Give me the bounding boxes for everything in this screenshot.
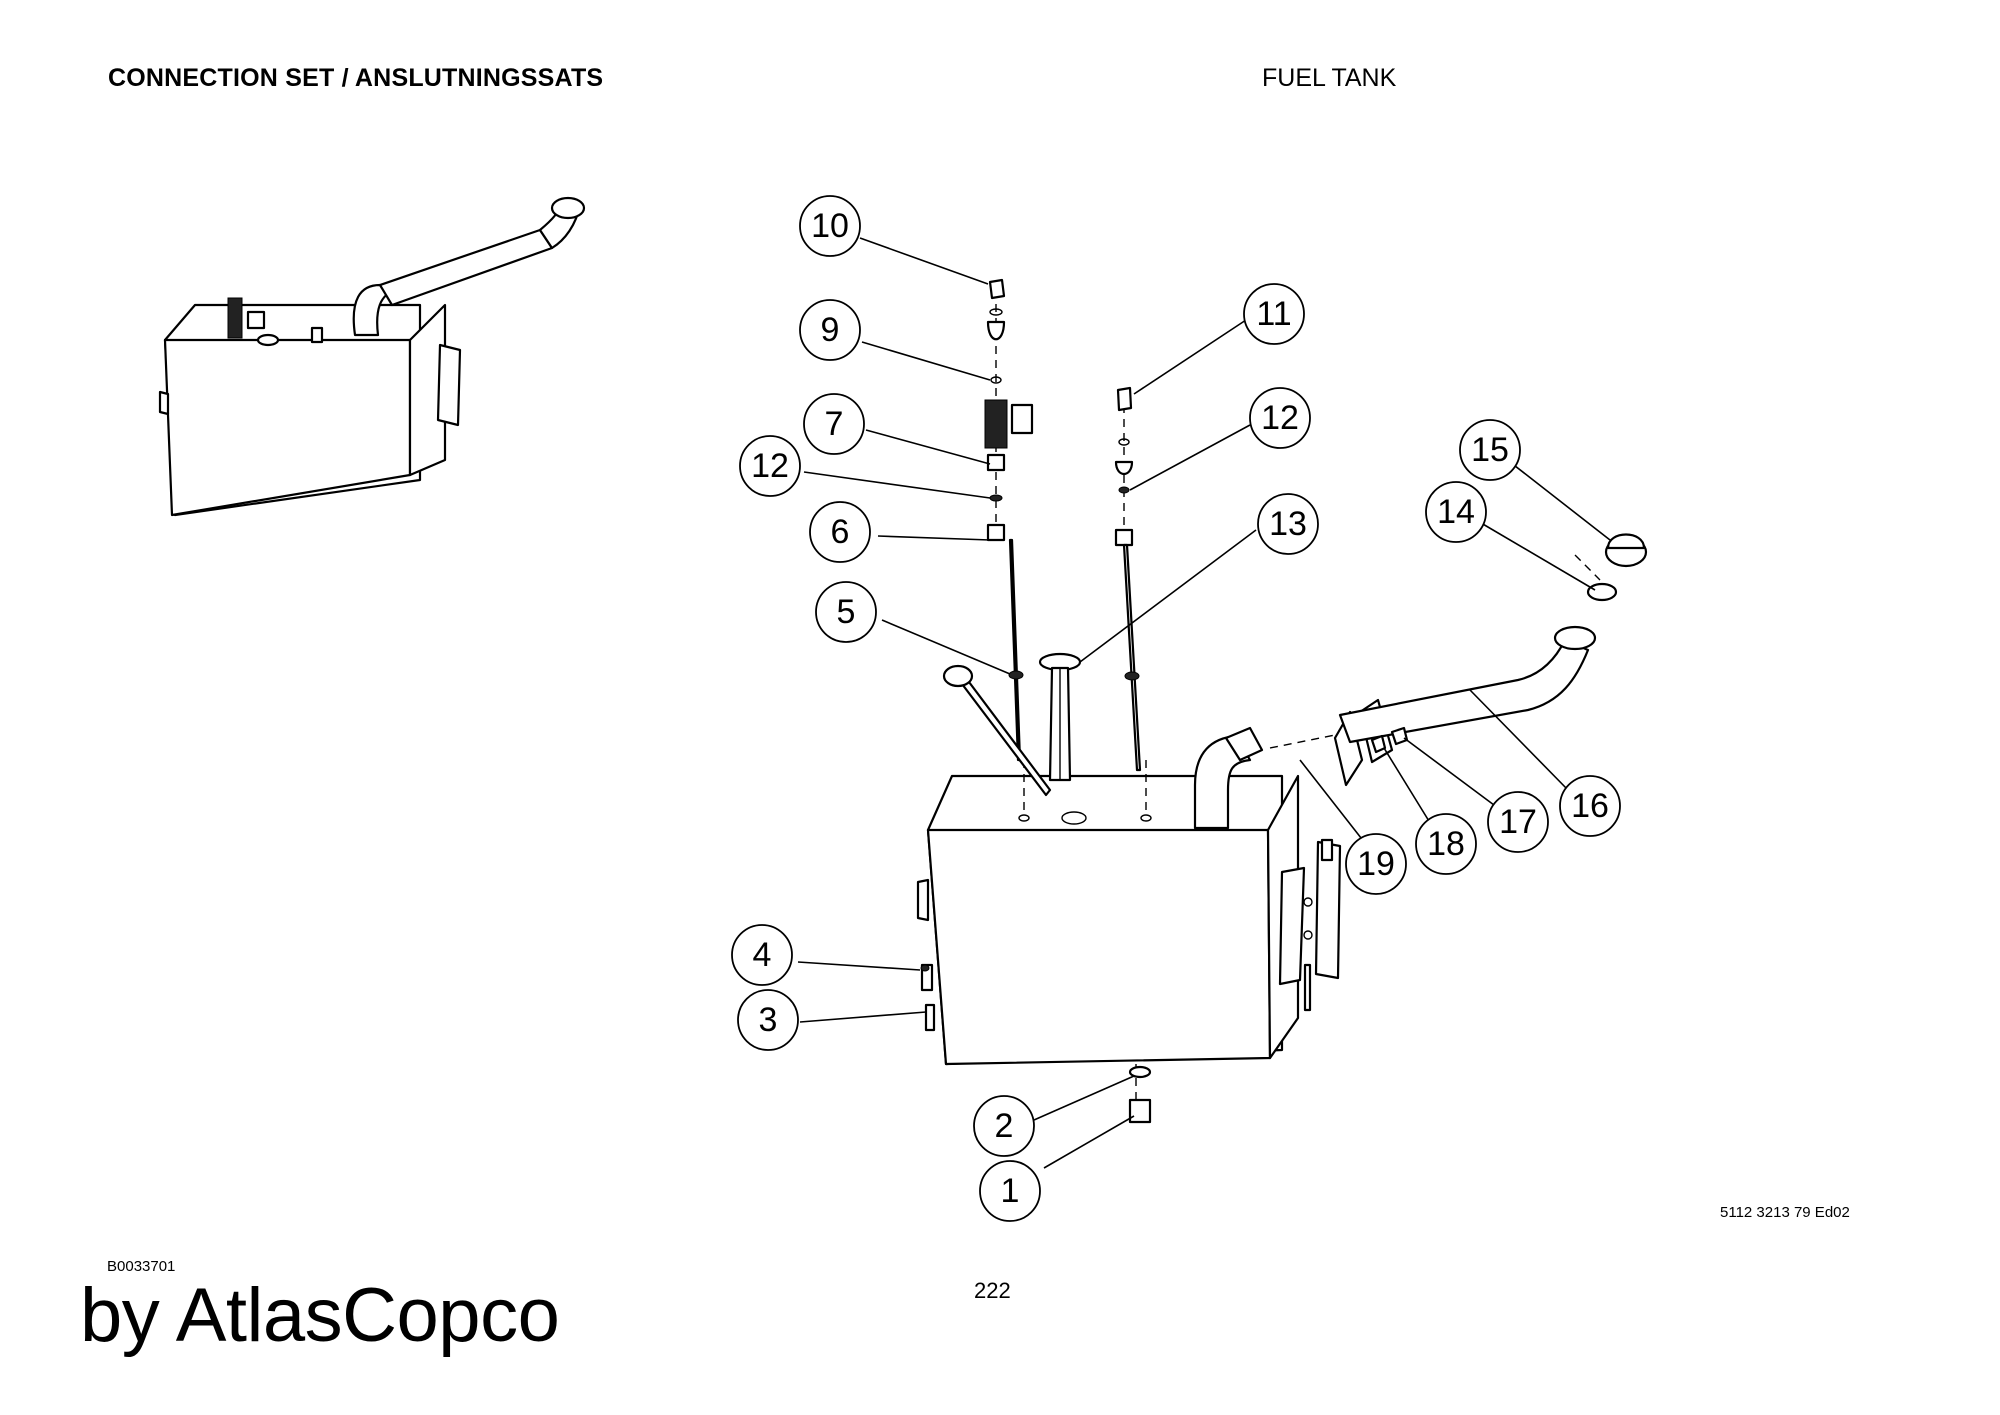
document-number: 5112 3213 79 Ed02 (1720, 1204, 1850, 1221)
overview-tank-illustration (158, 196, 586, 517)
fuel-tank-body (916, 774, 1342, 1066)
callout-15: 15 (1459, 419, 1521, 481)
callout-16: 16 (1559, 775, 1621, 837)
svg-text:18: 18 (1427, 825, 1465, 863)
svg-text:1: 1 (1001, 1172, 1020, 1210)
mounting-bolts (920, 963, 936, 1032)
page-number: 222 (974, 1278, 1011, 1303)
svg-text:10: 10 (811, 207, 849, 245)
callout-6: 6 (809, 501, 871, 563)
svg-text:17: 17 (1499, 803, 1537, 841)
leader-lines (797, 237, 1611, 1169)
svg-text:19: 19 (1357, 845, 1395, 883)
svg-text:3: 3 (759, 1001, 778, 1039)
callout-13: 13 (1257, 493, 1319, 555)
assembly-title: FUEL TANK (1262, 64, 1397, 92)
callout-4: 4 (731, 924, 793, 986)
filler-strainer (1038, 652, 1082, 782)
callout-14: 14 (1425, 481, 1487, 543)
svg-text:4: 4 (753, 936, 772, 974)
callout-17: 17 (1487, 791, 1549, 853)
callout-12-left: 12 (739, 435, 801, 497)
svg-text:12: 12 (1261, 399, 1299, 437)
callout-1: 1 (979, 1160, 1041, 1222)
callout-12-right: 12 (1249, 387, 1311, 449)
svg-text:15: 15 (1471, 431, 1509, 469)
svg-text:2: 2 (995, 1107, 1014, 1145)
svg-text:6: 6 (831, 513, 850, 551)
callout-18: 18 (1415, 813, 1477, 875)
level-sender-left (942, 278, 1052, 797)
svg-text:16: 16 (1571, 787, 1609, 825)
drawing-id: B0033701 (107, 1258, 176, 1275)
svg-text:12: 12 (751, 447, 789, 485)
svg-text:14: 14 (1437, 493, 1475, 531)
svg-text:5: 5 (837, 593, 856, 631)
callout-5: 5 (815, 581, 877, 643)
drain-plug (1128, 1065, 1152, 1124)
callout-9: 9 (799, 299, 861, 361)
svg-text:7: 7 (825, 405, 844, 443)
callout-7: 7 (803, 393, 865, 455)
callout-2: 2 (973, 1095, 1035, 1157)
svg-text:9: 9 (821, 311, 840, 349)
brand-watermark: by AtlasCopco (80, 1273, 560, 1358)
filler-pipe (1333, 533, 1648, 787)
section-title: CONNECTION SET / ANSLUTNINGSSATS (108, 64, 604, 92)
callout-11: 11 (1243, 283, 1305, 345)
callout-19: 19 (1345, 833, 1407, 895)
filler-elbow (1193, 726, 1264, 830)
callout-10: 10 (799, 195, 861, 257)
level-sender-right (1114, 386, 1142, 772)
svg-text:13: 13 (1269, 505, 1307, 543)
svg-text:11: 11 (1256, 295, 1291, 333)
callout-3: 3 (737, 989, 799, 1051)
